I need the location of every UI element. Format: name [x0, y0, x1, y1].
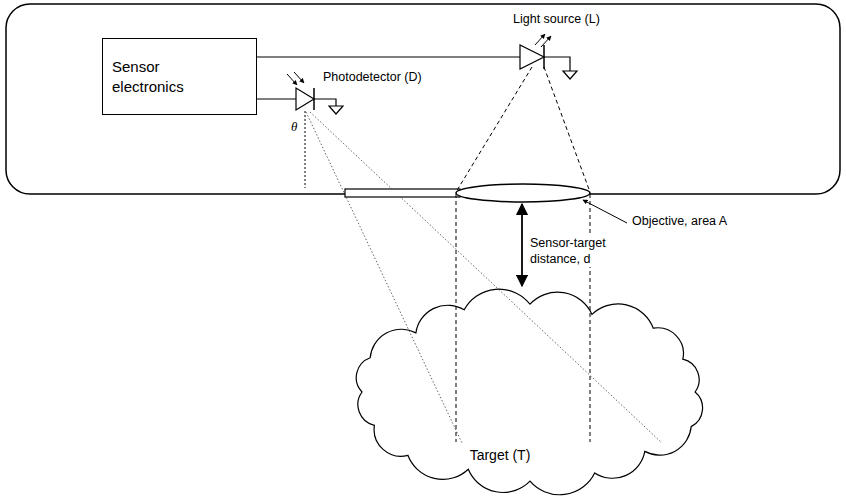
callout-label: Objective, area A	[630, 214, 729, 230]
ground-symbol	[329, 106, 343, 114]
target-cloud: Target (T)	[340, 282, 720, 500]
illumination-line	[590, 194, 591, 442]
illumination-line	[544, 67, 590, 192]
led-ground-wire	[544, 57, 570, 71]
emission-arrow	[535, 34, 545, 45]
detector-window	[345, 189, 460, 197]
ground-symbol	[563, 71, 577, 79]
objective-lens	[456, 184, 590, 202]
distance-arrow	[521, 204, 523, 286]
component-label: Light source (L)	[511, 12, 602, 28]
detector-ground-wire	[314, 99, 336, 106]
dimension-label: Sensor-target distance, d	[528, 236, 620, 267]
incident-arrow	[294, 72, 304, 83]
field-of-view-line	[310, 112, 662, 443]
cloud-outline	[340, 282, 720, 500]
led-symbol	[520, 45, 544, 69]
detector-axis	[305, 111, 306, 188]
component-label: Photodetector (D)	[321, 70, 424, 86]
sensor-housing	[6, 4, 840, 194]
incident-arrow	[287, 74, 297, 85]
detector-wire	[257, 98, 296, 99]
field-of-view-line	[306, 112, 462, 443]
illumination-line	[456, 194, 457, 442]
cloud-shape	[356, 289, 702, 495]
photodiode-symbol	[296, 88, 314, 110]
source-wire	[257, 56, 520, 57]
illumination-line	[456, 67, 532, 192]
process-box: Sensor electronics	[102, 38, 257, 115]
angle-symbol: θ	[289, 119, 299, 135]
emission-arrow	[541, 36, 551, 47]
leader-line	[583, 200, 627, 223]
box-label: Sensor electronics	[103, 57, 208, 96]
target-label: Target (T)	[470, 446, 531, 464]
